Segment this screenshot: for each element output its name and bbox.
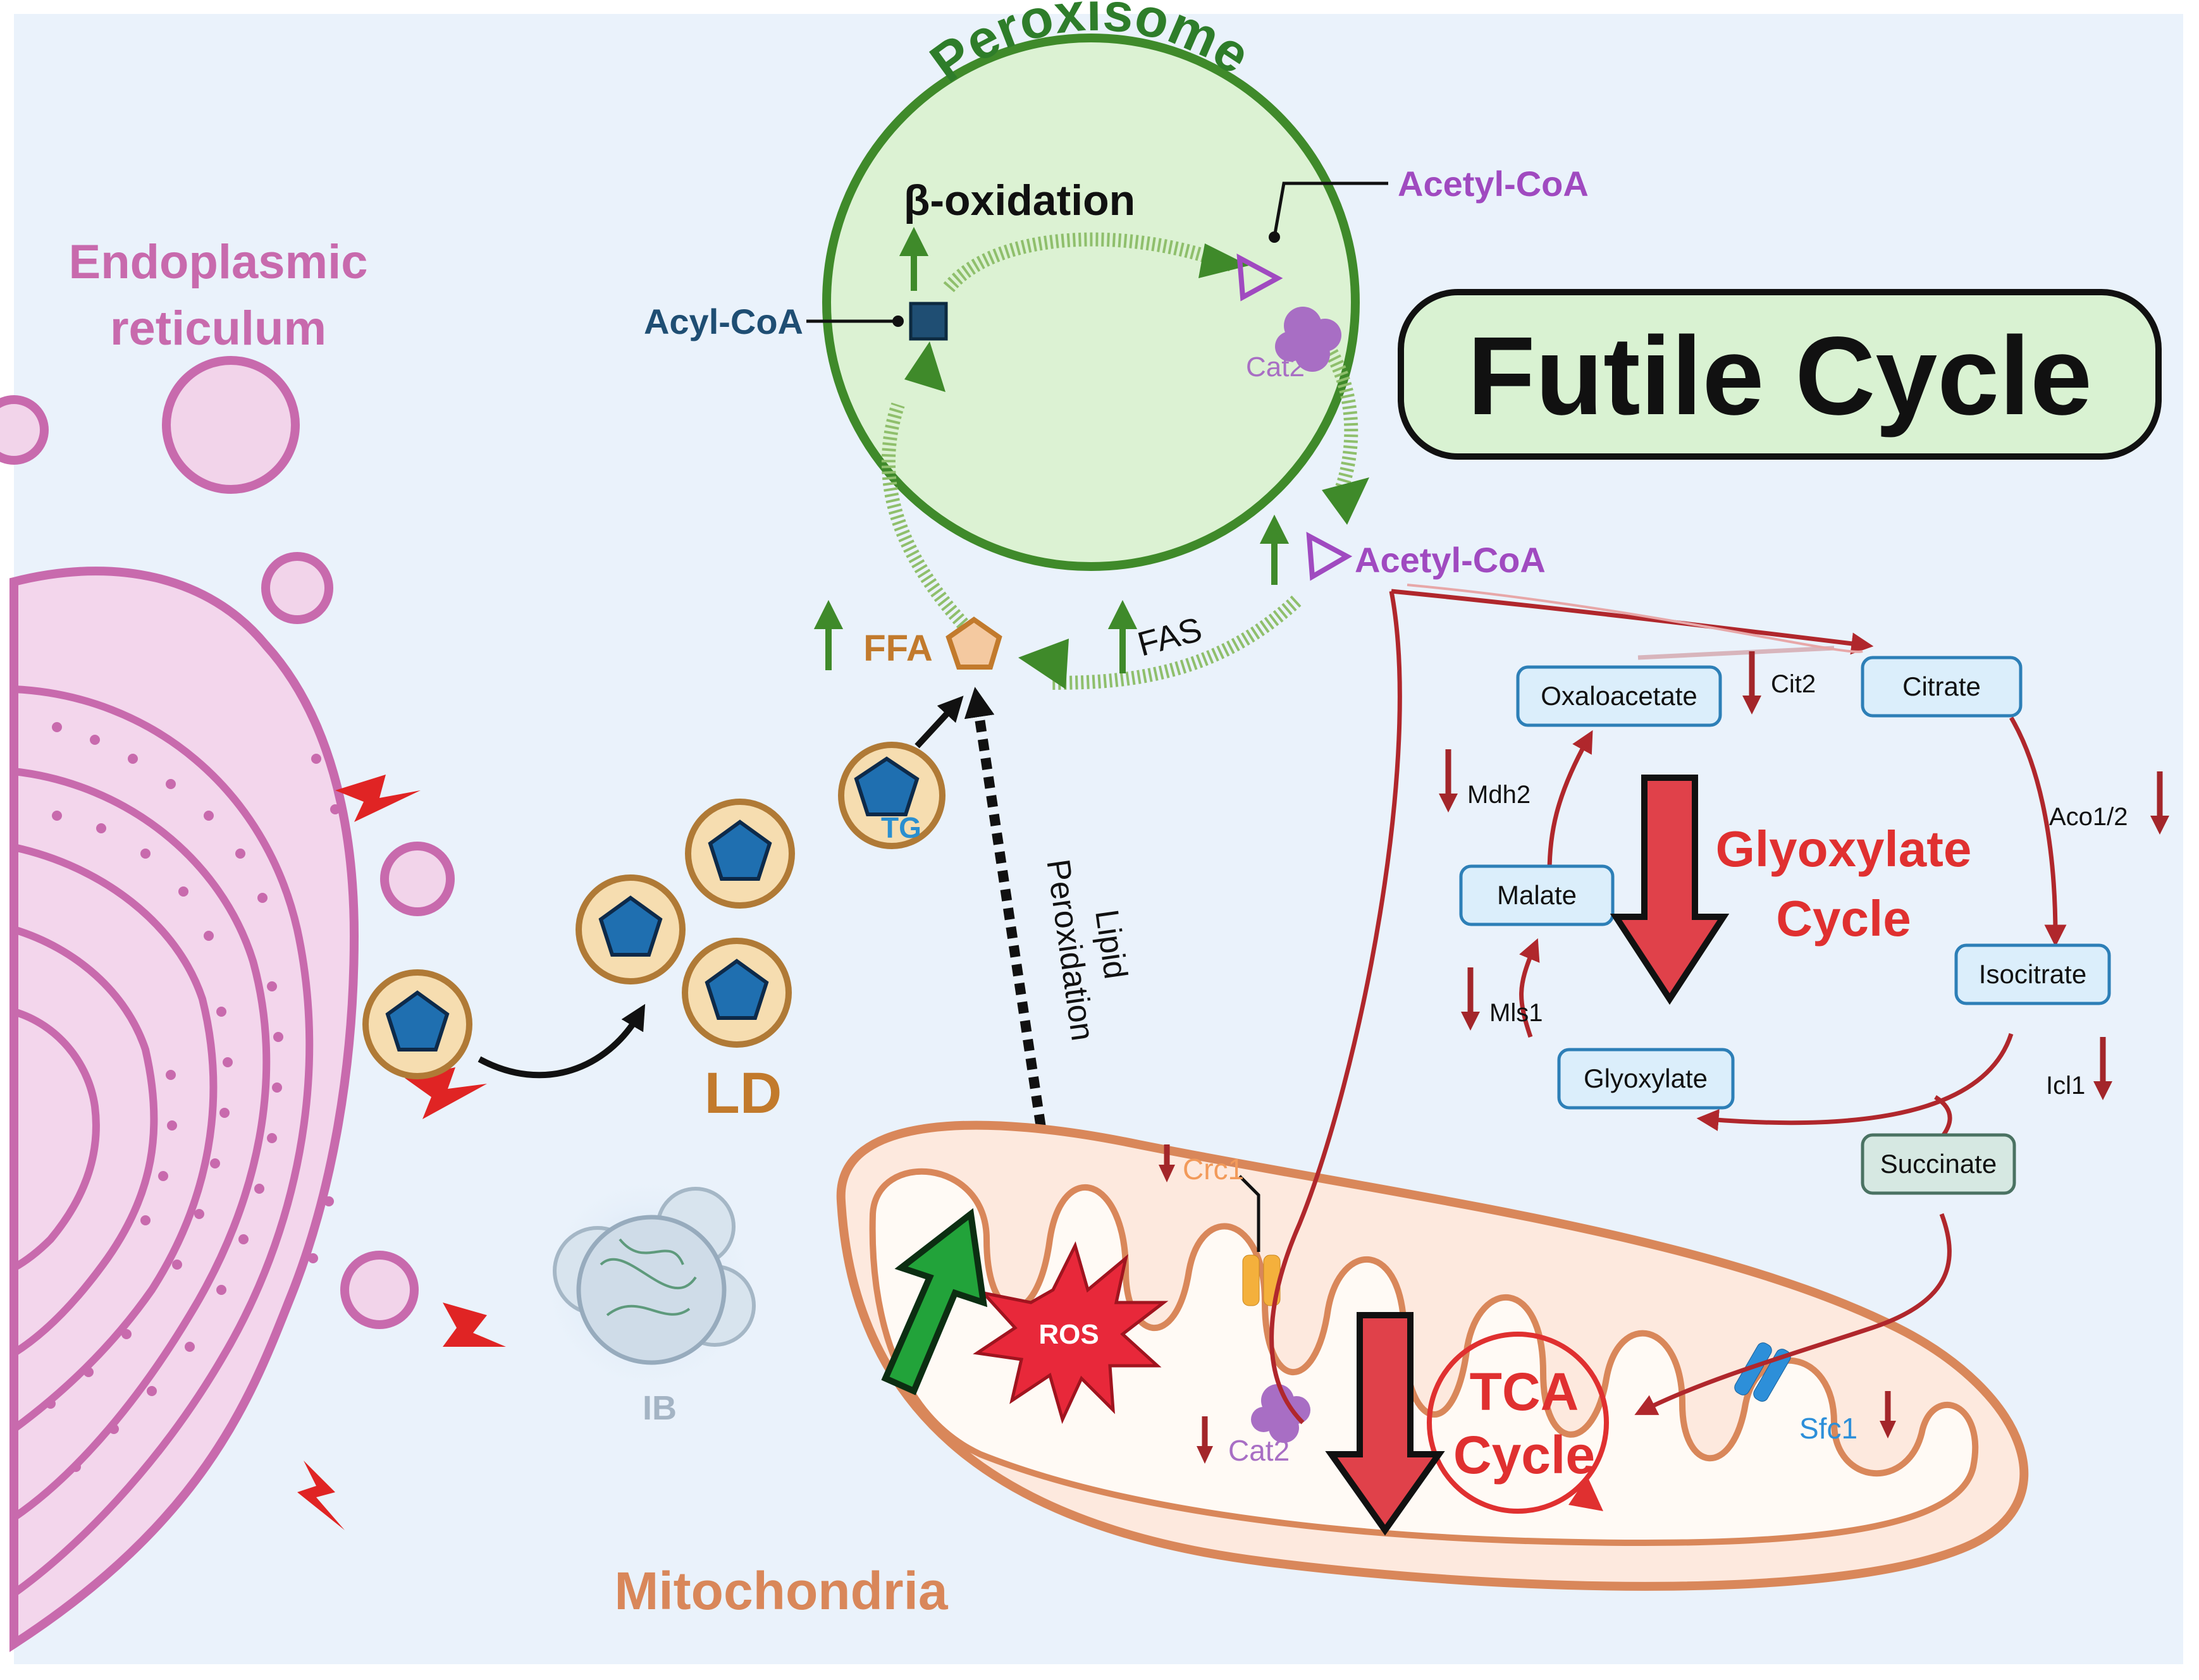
mitochondria-label: Mitochondria (614, 1561, 949, 1621)
arrow-down-icon (1880, 1421, 1896, 1438)
enzyme-cit2: Cit2 (1742, 651, 1816, 714)
cat2-protein-icon (1275, 307, 1341, 372)
metabolite-succinate: Succinate (1861, 1133, 2016, 1195)
metabolite-oxaloacetate: Oxaloacetate (1516, 665, 1722, 727)
endoplasmic-reticulum (0, 356, 455, 1652)
arrow-down-icon (2150, 816, 2169, 835)
lipid-droplet-cluster (576, 799, 795, 1048)
metabolite-citrate: Citrate (1861, 656, 2023, 718)
glyoxylate-decrease-arrow-icon (1610, 775, 1730, 1005)
sfc1-label: Sfc1 (1799, 1412, 1857, 1445)
lightning-icon (297, 1461, 345, 1530)
stress-lightning-icons (297, 775, 506, 1530)
tca-decrease-arrow-icon (1325, 1312, 1445, 1536)
svg-text:Isocitrate: Isocitrate (1979, 959, 2086, 989)
ld-label: LD (705, 1061, 782, 1125)
peroxisome-membrane (822, 34, 1360, 571)
glyoxylate-pathway-arrows (1269, 589, 2067, 1425)
er-label-line2: reticulum (110, 302, 326, 355)
svg-text:Oxaloacetate: Oxaloacetate (1541, 681, 1697, 711)
tca-label-line1: TCA (1470, 1362, 1579, 1421)
tca-cycle-ring (1427, 1332, 1609, 1514)
crc1-label: Crc1 (1183, 1153, 1244, 1186)
lightning-icon (335, 775, 421, 822)
lipid-droplet-budding (362, 969, 472, 1079)
arrow-down-icon (1461, 1012, 1480, 1031)
lipid-peroxidation-arrow (964, 687, 1068, 1215)
lightning-icon (405, 1067, 487, 1119)
cat2-peroxisome-label: Cat2 (1246, 352, 1305, 383)
tg-label: TG (881, 811, 921, 844)
pentagon-icon (708, 819, 772, 881)
glyoxylate-title-line1: Glyoxylate (1716, 821, 1972, 877)
acetyl-coa-triangle-icon (1306, 532, 1353, 581)
metabolite-glyoxylate: Glyoxylate (1557, 1048, 1735, 1110)
svg-text:Mls1: Mls1 (1489, 999, 1543, 1027)
svg-text:Citrate: Citrate (1902, 671, 1981, 701)
metabolite-malate: Malate (1459, 864, 1615, 926)
lightning-icon (443, 1303, 506, 1347)
acetyl-coa-inner-label: Acetyl-CoA (1398, 164, 1589, 204)
cycle-arrowheads (904, 243, 1369, 689)
glyoxylate-title-line2: Cycle (1776, 890, 1911, 947)
acyl-coa-label: Acyl-CoA (644, 302, 803, 341)
enzyme-aco: Aco1/2 (2049, 771, 2169, 835)
ffa-label: FFA (863, 628, 933, 669)
ffa-pentagon-icon (946, 616, 1002, 670)
tg-droplet (838, 742, 946, 849)
arrow-up-icon (899, 226, 929, 256)
peroxisome-left-track (881, 402, 976, 637)
svg-text:Cit2: Cit2 (1771, 670, 1816, 698)
peroxisome-right-track (1310, 324, 1358, 509)
acyl-coa-square-icon (909, 302, 948, 341)
ib-label: IB (643, 1389, 677, 1427)
inclusion-body (538, 1173, 759, 1394)
beta-oxidation-label: β-oxidation (904, 176, 1135, 224)
ros-label: ROS (1038, 1319, 1099, 1350)
arrow-down-icon (1439, 794, 1458, 812)
ros-increase-arrow-icon (881, 1208, 988, 1395)
beta-oxidation-track (943, 232, 1236, 293)
arrow-er-to-ld (477, 1003, 646, 1079)
futile-cycle-title: Futile Cycle (1467, 314, 2092, 438)
arrow-down-icon (2093, 1081, 2112, 1100)
arrow-up-icon (813, 599, 844, 629)
svg-text:Malate: Malate (1497, 880, 1577, 910)
svg-text:Mdh2: Mdh2 (1467, 781, 1531, 809)
tca-label-line2: Cycle (1453, 1425, 1595, 1485)
acetyl-coa-leader (1272, 181, 1388, 238)
arrow-up-icon (1259, 514, 1290, 544)
mitochondria-cristae (869, 1168, 1979, 1547)
fas-track (1049, 595, 1302, 690)
svg-text:Glyoxylate: Glyoxylate (1584, 1064, 1708, 1093)
svg-text:Succinate: Succinate (1880, 1149, 1997, 1179)
enzyme-mdh2: Mdh2 (1439, 749, 1531, 812)
arrow-down-icon (1742, 696, 1761, 714)
svg-text:Icl1: Icl1 (2046, 1072, 2085, 1100)
acetyl-coa-triangle-icon (1236, 254, 1283, 302)
svg-text:Aco1/2: Aco1/2 (2049, 803, 2128, 831)
upregulated-arrows (813, 226, 1290, 673)
ros-star-icon (973, 1241, 1169, 1425)
futile-cycle-badge (1398, 289, 2162, 460)
pentagon-icon (854, 756, 920, 816)
arrow-tg-to-ffa (915, 696, 964, 749)
enzyme-icl1: Icl1 (2046, 1037, 2112, 1100)
arrow-up-icon (1107, 599, 1138, 629)
metabolite-isocitrate: Isocitrate (1954, 943, 2111, 1005)
pentagon-icon (598, 895, 663, 957)
cat2-mito-label: Cat2 (1228, 1434, 1290, 1467)
arrow-down-icon (1197, 1446, 1213, 1464)
arrow-down-icon (1159, 1165, 1175, 1182)
pentagon-icon (705, 959, 769, 1020)
er-label-line1: Endoplasmic (69, 235, 368, 289)
acetyl-coa-outer-label: Acetyl-CoA (1355, 540, 1546, 580)
pentagon-icon (385, 990, 450, 1052)
enzyme-mls1: Mls1 (1461, 967, 1543, 1031)
